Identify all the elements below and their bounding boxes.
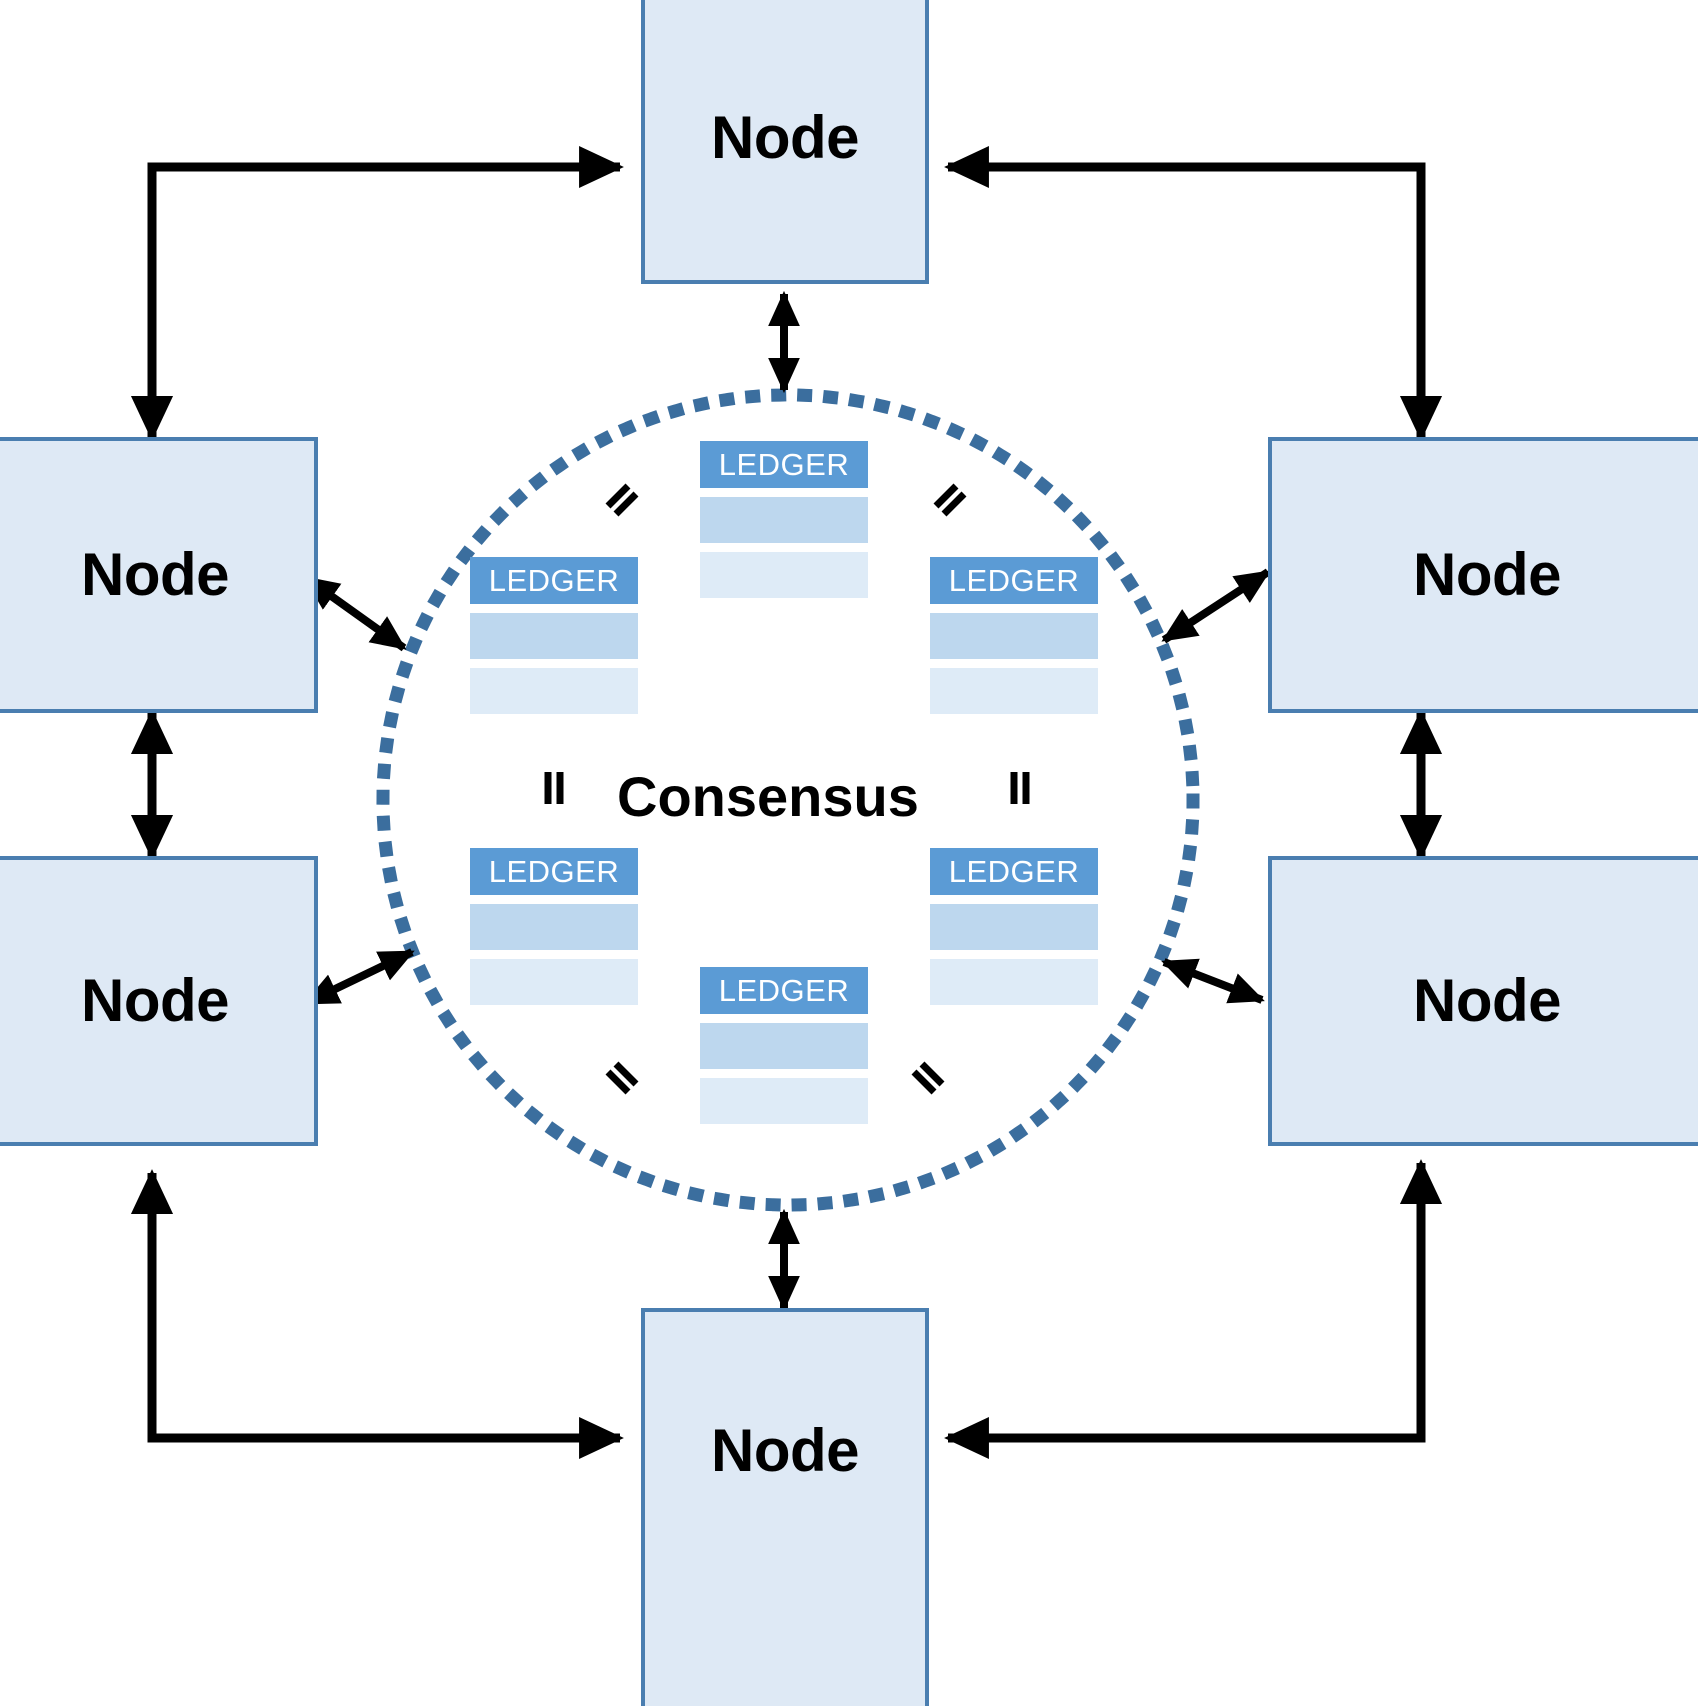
node-right-upper[interactable]: Node xyxy=(1268,437,1698,713)
node-right-lower[interactable]: Node xyxy=(1268,856,1698,1146)
ledger-upper-right-row-1 xyxy=(930,613,1098,659)
ledger-lower-right-row-1 xyxy=(930,904,1098,950)
node-left-lower[interactable]: Node xyxy=(0,856,318,1146)
equals-mid-right-icon xyxy=(1010,772,1030,804)
node-left-upper[interactable]: Node xyxy=(0,437,318,713)
consensus-label: Consensus xyxy=(617,765,919,828)
equals-top-left-icon xyxy=(605,483,639,517)
ledger-bottom-row-1 xyxy=(700,1023,868,1069)
consensus-circle xyxy=(376,388,1200,1212)
ledger-upper-right[interactable]: LEDGER xyxy=(930,557,1098,714)
ledger-bottom-row-2 xyxy=(700,1078,868,1124)
ledger-top[interactable]: LEDGER xyxy=(700,441,868,598)
ledger-lower-left[interactable]: LEDGER xyxy=(470,848,638,1005)
connector-consensus-right-lower xyxy=(1161,958,1265,1004)
node-left-upper-label: Node xyxy=(81,541,230,608)
connector-top-right-elbow xyxy=(944,145,1443,441)
connector-bottom-left-elbow xyxy=(130,1169,624,1460)
ledger-upper-right-row-2 xyxy=(930,668,1098,714)
connector-top-left-elbow xyxy=(130,145,624,441)
ledger-lower-left-header: LEDGER xyxy=(470,848,638,895)
ledger-lower-left-row-1 xyxy=(470,904,638,950)
equals-bottom-left-icon xyxy=(605,1061,639,1095)
ledger-lower-left-row-2 xyxy=(470,959,638,1005)
node-top-label: Node xyxy=(711,104,860,171)
node-right-lower-label: Node xyxy=(1413,967,1562,1034)
connector-consensus-left-lower xyxy=(303,948,415,1007)
ledger-upper-right-header: LEDGER xyxy=(930,557,1098,604)
connector-bottom-right-elbow xyxy=(944,1159,1443,1460)
ledger-upper-left-row-2 xyxy=(470,668,638,714)
ledger-lower-right[interactable]: LEDGER xyxy=(930,848,1098,1005)
ledger-top-row-2 xyxy=(700,552,868,598)
node-bottom-label: Node xyxy=(711,1417,860,1484)
node-left-lower-label: Node xyxy=(81,967,230,1034)
ledger-bottom[interactable]: LEDGER xyxy=(700,967,868,1124)
equals-mid-left-icon xyxy=(544,772,564,804)
node-right-upper-label: Node xyxy=(1413,541,1562,608)
equals-top-right-icon xyxy=(933,483,967,517)
connector-consensus-left-upper xyxy=(303,574,407,652)
node-bottom[interactable]: Node xyxy=(641,1308,929,1706)
ledger-upper-left-row-1 xyxy=(470,613,638,659)
ledger-top-row-1 xyxy=(700,497,868,543)
ledger-upper-left[interactable]: LEDGER xyxy=(470,557,638,714)
ledger-lower-right-row-2 xyxy=(930,959,1098,1005)
ledger-upper-left-header: LEDGER xyxy=(470,557,638,604)
ledger-lower-right-header: LEDGER xyxy=(930,848,1098,895)
equals-bottom-right-icon xyxy=(911,1061,945,1095)
ledger-top-header: LEDGER xyxy=(700,441,868,488)
node-top[interactable]: Node xyxy=(641,0,929,284)
connector-consensus-right-upper xyxy=(1161,568,1271,644)
ledger-bottom-header: LEDGER xyxy=(700,967,868,1014)
